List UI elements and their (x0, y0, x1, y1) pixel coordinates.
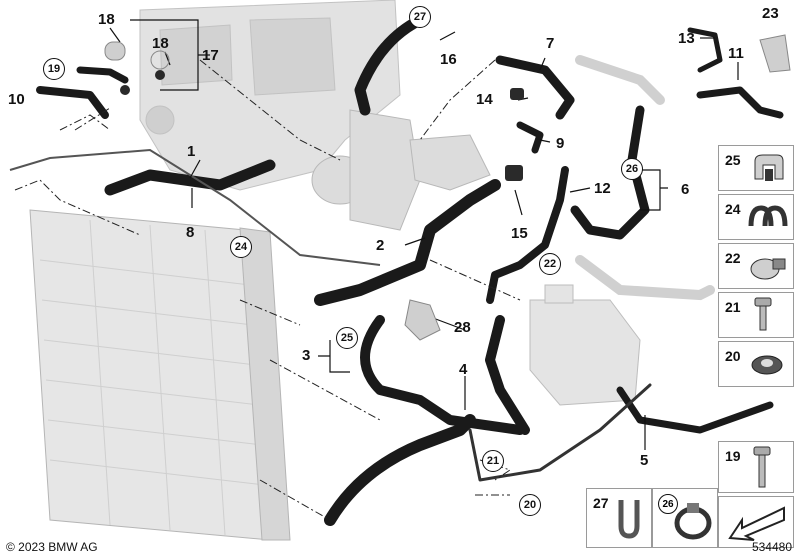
callout-15: 15 (511, 225, 528, 242)
callout-1: 1 (187, 143, 196, 160)
circled-callout-27: 27 (409, 6, 431, 28)
radiator (29, 209, 291, 541)
legend-box-arrow (718, 496, 794, 548)
legend-number: 21 (725, 299, 741, 315)
legend-box-27: 27 (586, 488, 652, 548)
legend-box-22: 22 (718, 243, 794, 289)
legend-number: 19 (725, 448, 741, 464)
copyright-notice: © 2023 BMW AG (6, 540, 98, 554)
callout-4: 4 (459, 361, 468, 378)
double-clip-icon (748, 205, 788, 227)
callout-10: 10 (8, 91, 25, 108)
callout-14: 14 (476, 91, 493, 108)
diagram-number: 534480 (751, 540, 792, 554)
expansion-tank (529, 284, 641, 406)
circled-callout-25: 25 (336, 327, 358, 349)
legend-box-21: 21 (718, 292, 794, 338)
circled-callout-22: 22 (539, 253, 561, 275)
spring-clamp-icon (674, 503, 712, 540)
circled-callout-26: 26 (621, 158, 643, 180)
screw-icon (754, 297, 772, 331)
hose-clamp-icon (750, 258, 786, 280)
clip-icon (754, 154, 784, 181)
legend-number: 22 (725, 250, 741, 266)
legend-number: 26 (658, 494, 678, 514)
direction-arrow-icon (728, 506, 785, 541)
callout-17: 17 (202, 47, 219, 64)
callout-8: 8 (186, 224, 195, 241)
circled-callout-19: 19 (43, 58, 65, 80)
callout-3: 3 (302, 347, 311, 364)
circled-callout-20: 20 (519, 494, 541, 516)
bolt-icon (753, 446, 771, 488)
callout-18-inner: 18 (152, 35, 169, 52)
callout-28: 28 (454, 319, 471, 336)
callout-6: 6 (681, 181, 690, 198)
legend-box-24: 24 (718, 194, 794, 240)
legend-box-25: 25 (718, 145, 794, 191)
callout-18-top: 18 (98, 11, 115, 28)
legend-number: 20 (725, 348, 741, 364)
callout-11: 11 (728, 45, 744, 62)
callout-2: 2 (376, 237, 385, 254)
legend-box-26: 26 (652, 488, 718, 548)
legend-number: 24 (725, 201, 741, 217)
callout-23: 23 (762, 5, 779, 22)
legend-number: 25 (725, 152, 741, 168)
legend-box-19: 19 (718, 441, 794, 493)
legend-number: 27 (593, 495, 609, 511)
callout-7: 7 (546, 35, 555, 52)
callout-5: 5 (640, 452, 649, 469)
engine-block (139, 0, 401, 191)
legend-box-20: 20 (718, 341, 794, 387)
callout-13: 13 (678, 30, 695, 47)
circled-callout-24: 24 (230, 236, 252, 258)
circled-callout-21: 21 (482, 450, 504, 472)
hose-clip-icon (618, 500, 640, 539)
callout-16: 16 (440, 51, 457, 68)
water-pump (311, 109, 491, 231)
callout-12: 12 (594, 180, 611, 197)
nut-icon (751, 355, 783, 375)
callout-9: 9 (556, 135, 565, 152)
